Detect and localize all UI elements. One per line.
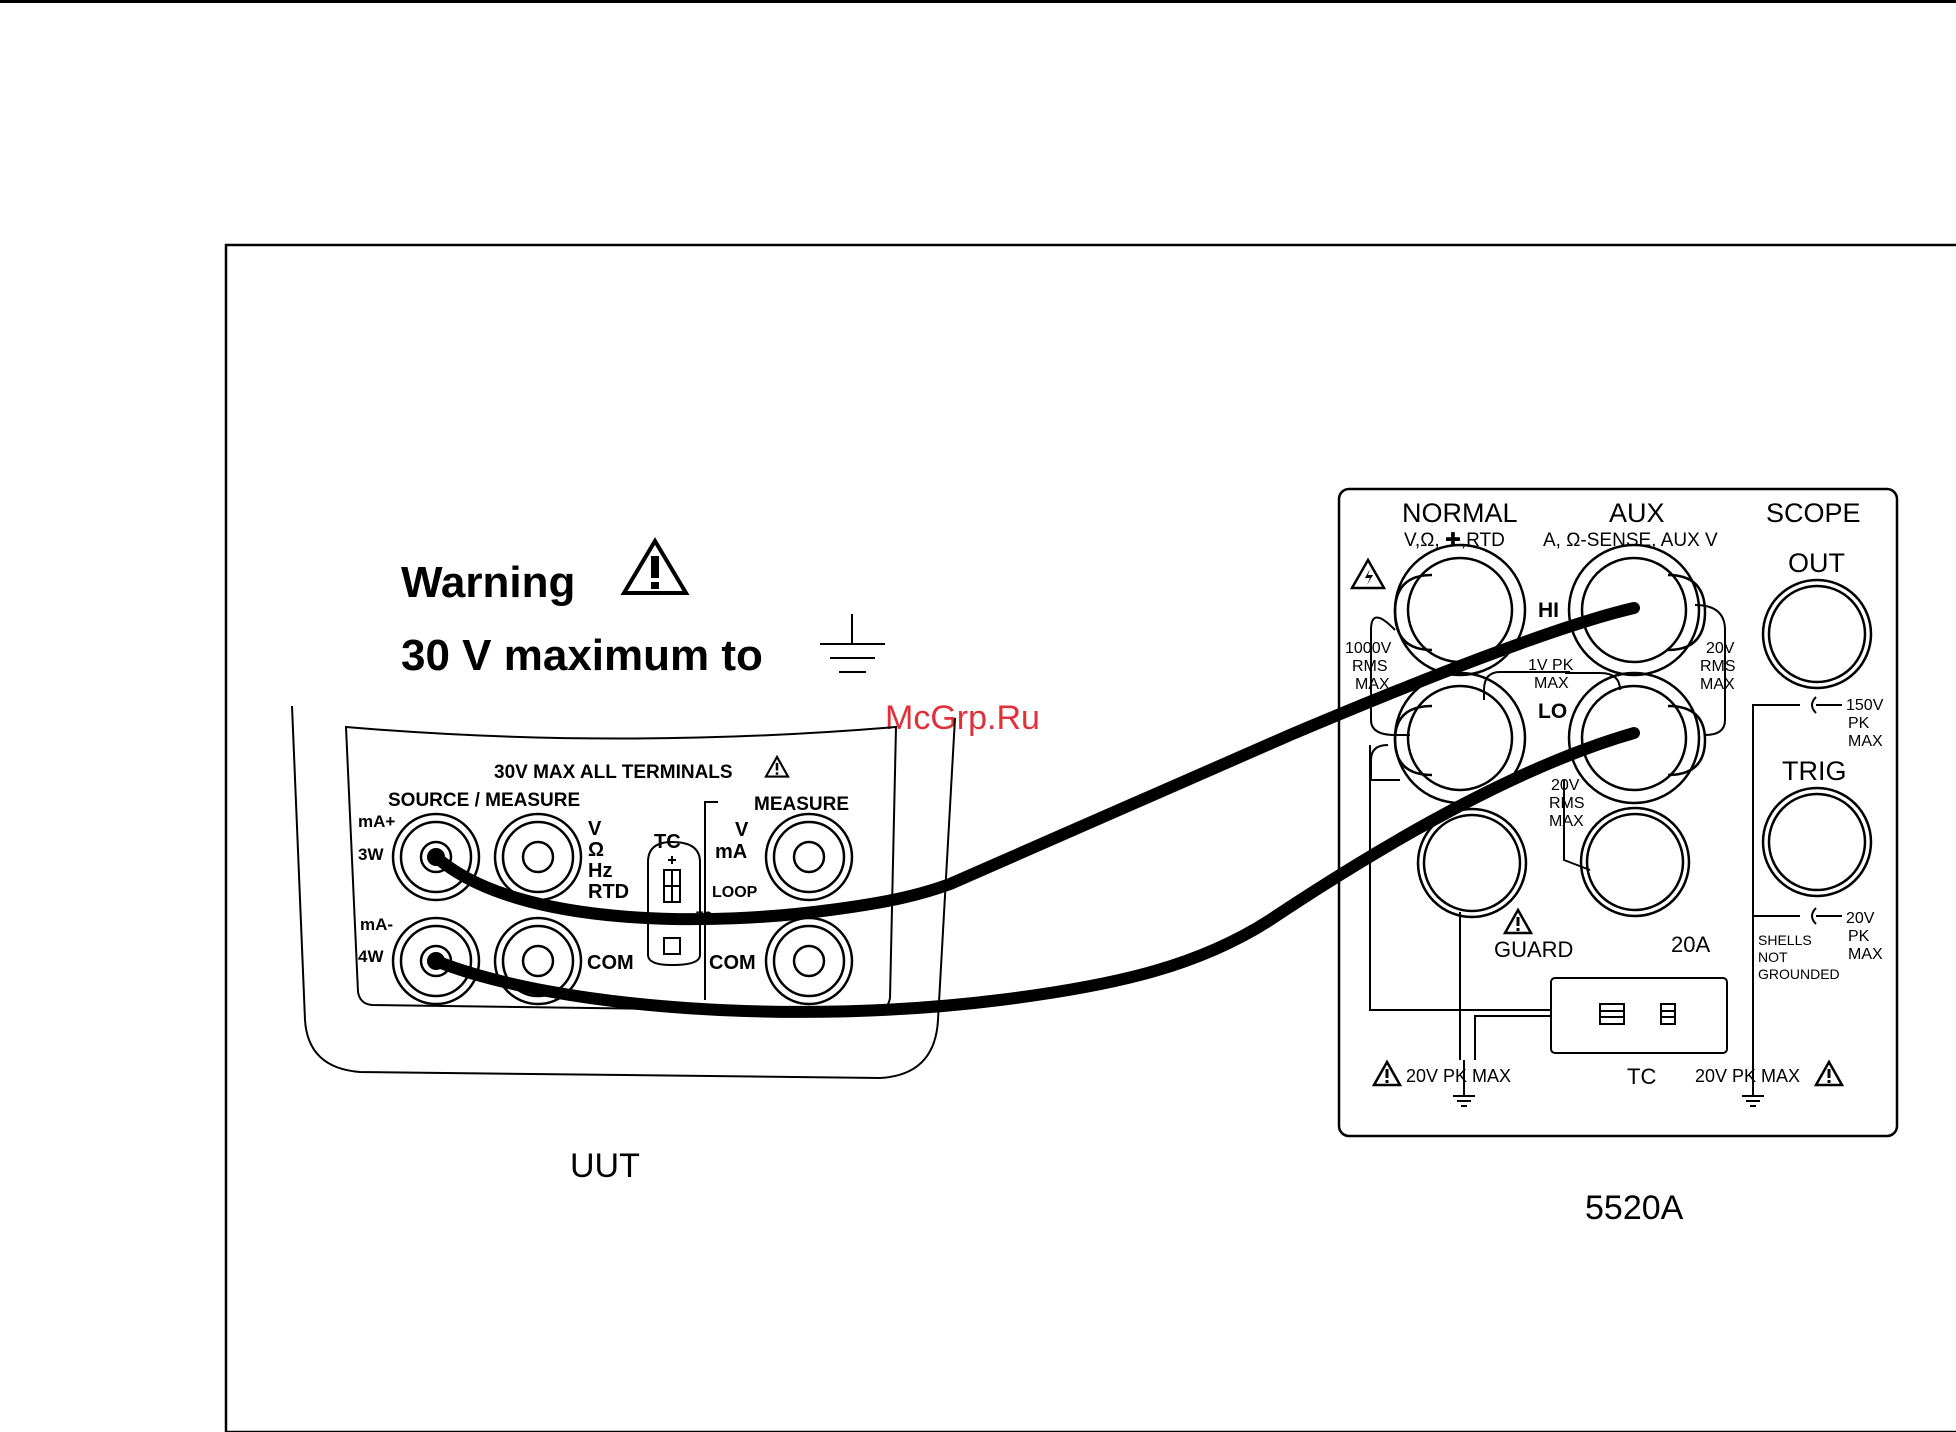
pkmax-right-warning-icon <box>1814 1060 1844 1087</box>
uut-3w: 3W <box>358 845 384 864</box>
normal-sublabel: V,Ω, ✚,RTD <box>1404 530 1505 551</box>
test-leads <box>427 602 1640 1018</box>
lo-rms-line2: RMS <box>1549 795 1585 812</box>
pk20-line2: PK <box>1848 928 1870 945</box>
shells-line1: SHELLS <box>1758 932 1812 948</box>
calibrator-panel <box>1337 487 1899 1138</box>
pk150-line1: 150V <box>1846 697 1884 714</box>
lo-rms-line3: MAX <box>1549 813 1584 830</box>
uut-plug-lo <box>427 952 445 970</box>
uut-jack-com2[interactable] <box>764 916 854 1006</box>
pk1-line2: MAX <box>1534 675 1569 692</box>
aux-sublabel: A, Ω-SENSE, AUX V <box>1543 530 1718 551</box>
scope-label: SCOPE <box>1766 498 1861 528</box>
uut-com1: COM <box>587 952 634 974</box>
uut-label: UUT <box>570 1147 640 1185</box>
aux-rms-line3: MAX <box>1700 676 1735 693</box>
uut-jack-ma-plus[interactable] <box>391 812 481 902</box>
watermark: McGrp.Ru <box>885 699 1040 737</box>
pkmax-left: 20V PK MAX <box>1406 1066 1511 1086</box>
pk1-line1: 1V PK <box>1528 657 1574 674</box>
scope-shell-connector <box>1811 696 1842 925</box>
hv-warning-icon <box>1349 557 1387 590</box>
normal-hi-jack[interactable] <box>1393 543 1527 677</box>
uut-jack-com1[interactable] <box>493 916 583 1006</box>
aux-rms-line2: RMS <box>1700 658 1736 675</box>
calibrator-jacks <box>1393 543 1873 1054</box>
rms1000-line1: 1000V <box>1345 640 1392 657</box>
pk150-line3: MAX <box>1848 733 1883 750</box>
tc-receptacle[interactable] <box>1550 977 1728 1054</box>
normal-label: NORMAL <box>1402 498 1518 528</box>
pk20-line1: 20V <box>1846 910 1875 927</box>
ground-icon <box>820 614 885 673</box>
guard-label: GUARD <box>1494 937 1573 962</box>
tc-label: TC <box>1627 1064 1656 1089</box>
rms1000-line3: MAX <box>1355 676 1390 693</box>
uut-jack-v-ohm[interactable] <box>493 812 583 902</box>
uut-com2: COM <box>709 952 756 974</box>
guard-jack[interactable] <box>1416 807 1528 919</box>
aux-rms-line1: 20V <box>1706 640 1735 657</box>
guard-warning-icon <box>1503 908 1533 935</box>
out-label: OUT <box>1788 548 1845 578</box>
scope-out-jack[interactable] <box>1761 578 1873 690</box>
uut-measure: MEASURE <box>754 794 849 815</box>
uut-top-text: 30V MAX ALL TERMINALS <box>494 762 733 783</box>
aux-hi-jack[interactable] <box>1567 543 1707 677</box>
top-rule <box>0 0 1956 3</box>
uut-labels: 30V MAX ALL TERMINALS SOURCE / MEASURE M… <box>358 755 849 1185</box>
uut-ma-plus: mA+ <box>358 812 395 831</box>
uut-warning-icon <box>764 755 790 778</box>
uut-rtd: RTD <box>588 881 629 903</box>
uut-source-measure: SOURCE / MEASURE <box>388 790 580 811</box>
lead-hi <box>430 602 1640 926</box>
lo-label: LO <box>1538 700 1567 723</box>
warning-icon <box>620 537 690 595</box>
uut-loop: LOOP <box>712 884 758 901</box>
uut-v2: V <box>735 819 749 841</box>
warning-block: Warning 30 V maximum to <box>401 537 885 680</box>
lo-rms-line1: 20V <box>1551 777 1580 794</box>
figure-frame <box>224 243 1956 1432</box>
uut-hz: Hz <box>588 860 612 882</box>
uut-device <box>291 705 956 1080</box>
calibrator-labels: NORMAL V,Ω, ✚,RTD AUX A, Ω-SENSE, AUX V … <box>1345 498 1884 1227</box>
aux-label: AUX <box>1609 498 1665 528</box>
shells-line2: NOT <box>1758 949 1788 965</box>
uut-ma-minus: mA- <box>360 915 393 934</box>
20a-jack[interactable] <box>1579 806 1691 918</box>
pk150-line2: PK <box>1848 715 1870 732</box>
hi-label: HI <box>1538 599 1559 622</box>
uut-ma: mA <box>715 841 747 863</box>
pkmax-left-warning-icon <box>1372 1060 1402 1087</box>
uut-jack-measure[interactable] <box>764 812 854 902</box>
uut-tc: TC <box>654 831 681 853</box>
normal-lo-jack[interactable] <box>1393 671 1527 805</box>
trig-label: TRIG <box>1782 756 1847 786</box>
trig-jack[interactable] <box>1761 786 1873 898</box>
uut-ohm: Ω <box>588 839 604 861</box>
calibrator-label: 5520A <box>1585 1189 1684 1227</box>
uut-plug-hi <box>427 848 445 866</box>
ground-symbol-left <box>1452 1087 1476 1107</box>
rms1000-line2: RMS <box>1352 658 1388 675</box>
warning-line2: 30 V maximum to <box>401 631 763 680</box>
warning-title: Warning <box>401 558 575 607</box>
shells-line3: GROUNDED <box>1758 966 1840 982</box>
pk20-line3: MAX <box>1848 946 1883 963</box>
ground-symbol-right <box>1741 1087 1765 1107</box>
20a-label: 20A <box>1671 932 1710 957</box>
aux-lo-jack[interactable] <box>1567 671 1707 805</box>
uut-tc-connector[interactable] <box>663 856 681 955</box>
lead-lo <box>430 727 1640 1018</box>
uut-4w: 4W <box>358 947 384 966</box>
pkmax-right: 20V PK MAX <box>1695 1066 1800 1086</box>
uut-v: V <box>588 818 602 840</box>
